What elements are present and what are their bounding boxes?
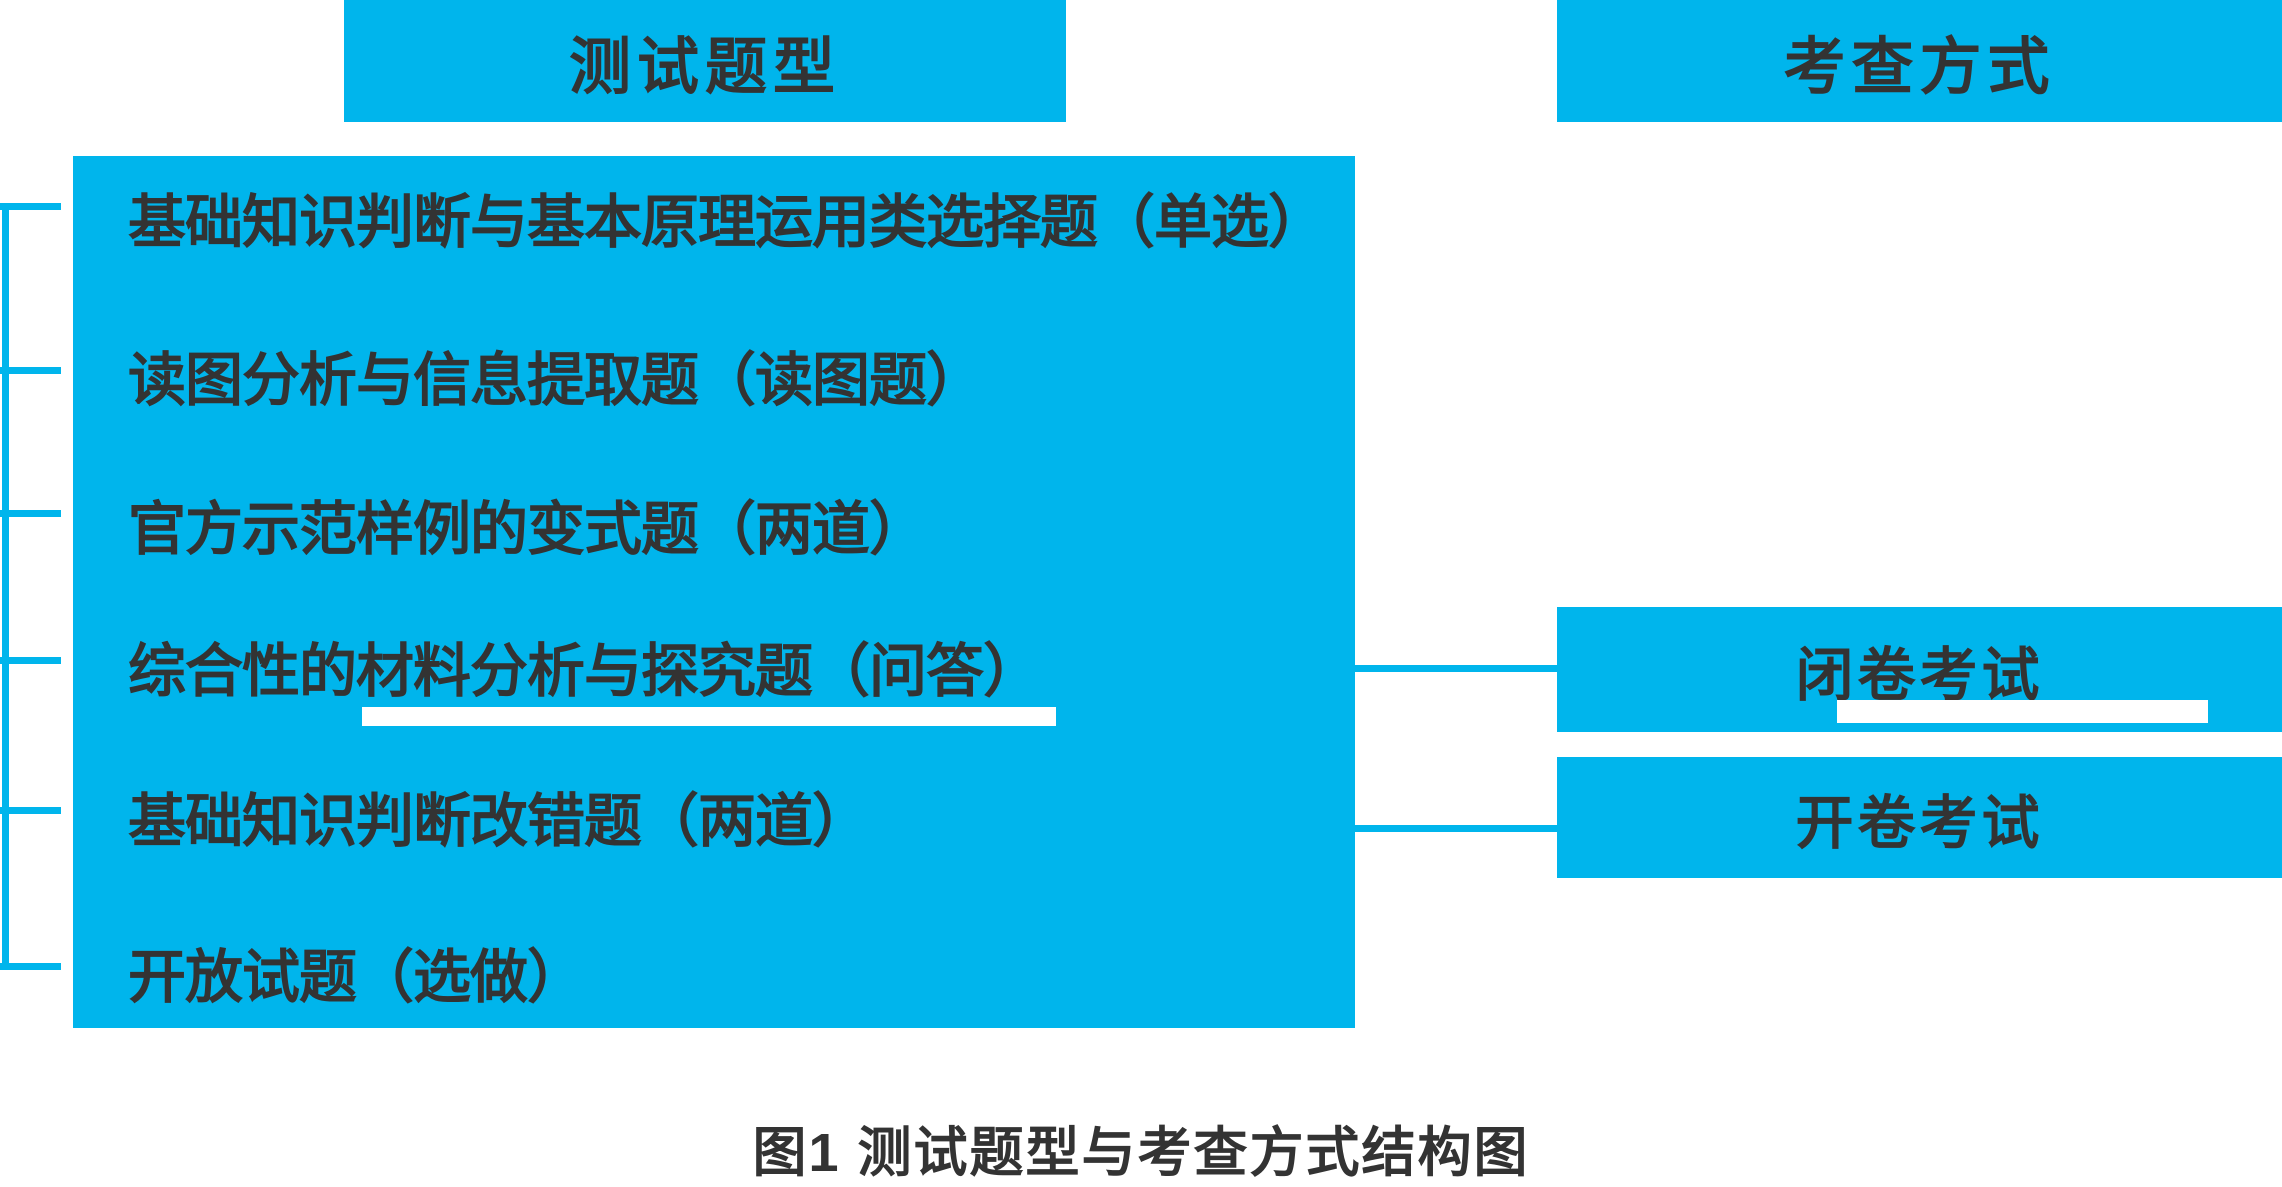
question-type-item-2-label: 读图分析与信息提取题（读图题） — [128, 348, 984, 413]
bracket-branch-line-2 — [0, 367, 61, 374]
figure-caption: 图1 测试题型与考查方式结构图 — [0, 1125, 2282, 1182]
bracket-branch-line-4 — [0, 657, 61, 664]
bracket-branch-line-1 — [0, 203, 61, 210]
bracket-branch-line-3 — [0, 510, 61, 517]
connector-line-bottom — [1355, 825, 1557, 832]
question-type-item-6-label: 开放试题（选做） — [128, 945, 585, 1010]
figure-caption-text: 图1 测试题型与考查方式结构图 — [752, 1123, 1530, 1183]
question-type-item-2: 读图分析与信息提取题（读图题） — [128, 352, 984, 410]
redaction-bar-right — [1837, 700, 2208, 723]
question-types-header-box: 测试题型 — [344, 0, 1066, 122]
question-type-item-4: 综合性的材料分析与探究题（问答） — [128, 643, 1041, 701]
question-types-box — [73, 156, 1355, 1028]
question-type-item-3: 官方示范样例的变式题（两道） — [128, 501, 927, 559]
question-type-item-5: 基础知识判断改错题（两道） — [128, 793, 870, 851]
exam-format-box-open-label: 开卷考试 — [1795, 790, 2044, 856]
bracket-branch-line-6 — [0, 963, 61, 970]
exam-format-header-box: 考查方式 — [1557, 0, 2282, 122]
redaction-bar-left — [362, 707, 1056, 726]
question-type-item-1-label: 基础知识判断与基本原理运用类选择题（单选） — [128, 190, 1326, 255]
question-type-item-1: 基础知识判断与基本原理运用类选择题（单选） — [128, 194, 1326, 252]
question-type-item-6: 开放试题（选做） — [128, 949, 585, 1007]
exam-format-header-label: 考查方式 — [1783, 33, 2056, 102]
exam-format-box-closed-label: 闭卷考试 — [1795, 642, 2044, 708]
connector-line-top — [1355, 665, 1557, 672]
question-type-item-5-label: 基础知识判断改错题（两道） — [128, 789, 870, 854]
question-types-header-label: 测试题型 — [568, 33, 841, 102]
question-type-item-4-label: 综合性的材料分析与探究题（问答） — [128, 639, 1041, 704]
bracket-branch-line-5 — [0, 807, 61, 814]
question-type-item-3-label: 官方示范样例的变式题（两道） — [128, 497, 927, 562]
exam-format-box-open: 开卷考试 — [1557, 757, 2282, 878]
bracket-vertical-line — [2, 203, 9, 970]
